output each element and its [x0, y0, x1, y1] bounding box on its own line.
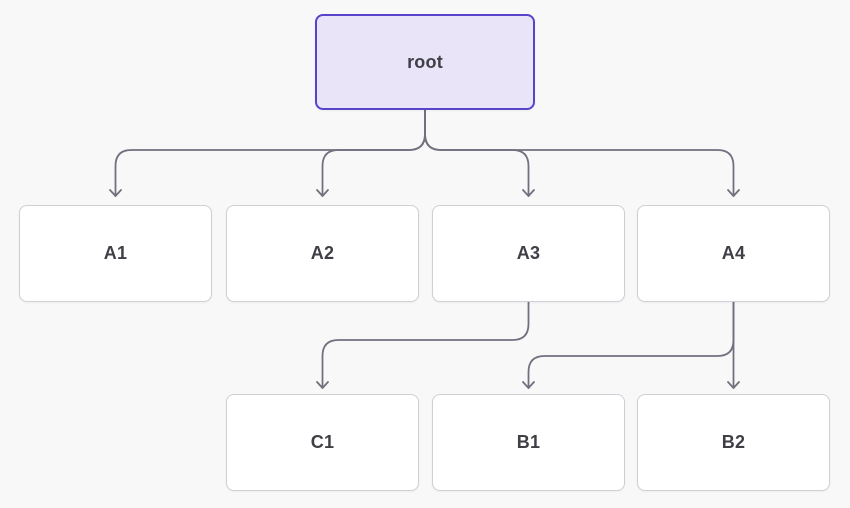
node-label-C1: C1 [310, 432, 335, 452]
node-label-B1: B1 [516, 432, 541, 452]
node-A1[interactable]: A1 [19, 205, 212, 302]
edge-A4-B1 [527, 301, 735, 389]
edge-root-A2 [321, 109, 426, 197]
node-label-B2: B2 [721, 432, 746, 452]
node-A2[interactable]: A2 [226, 205, 419, 302]
edge-A3-C1 [321, 301, 530, 389]
node-label-root: root [407, 51, 443, 72]
node-label-A2: A2 [310, 243, 335, 263]
arrowhead-root-A2 [316, 189, 329, 197]
arrowhead-A4-B1 [522, 381, 535, 389]
node-label-A1: A1 [103, 243, 128, 263]
edge-root-A4 [424, 109, 735, 197]
arrowhead-A4-B2 [727, 381, 740, 389]
node-label-A3: A3 [516, 243, 541, 263]
node-B2[interactable]: B2 [637, 394, 830, 491]
node-A4[interactable]: A4 [637, 205, 830, 302]
arrowhead-root-A1 [109, 189, 122, 197]
edge-root-A3 [424, 109, 530, 197]
node-label-A4: A4 [721, 243, 746, 263]
arrowhead-root-A3 [522, 189, 535, 197]
edge-root-A1 [114, 109, 426, 197]
node-B1[interactable]: B1 [432, 394, 625, 491]
arrowhead-root-A4 [727, 189, 740, 197]
node-A3[interactable]: A3 [432, 205, 625, 302]
node-C1[interactable]: C1 [226, 394, 419, 491]
node-root[interactable]: root [315, 14, 535, 110]
arrowhead-A3-C1 [316, 381, 329, 389]
